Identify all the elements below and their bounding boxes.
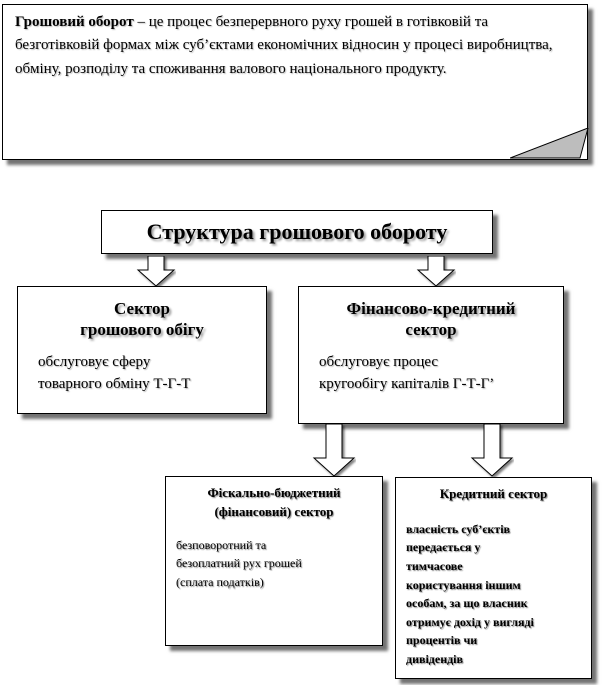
- definition-box: Грошовий оборот – це процес безперервног…: [2, 4, 588, 160]
- sector-fiscal-desc-line: безповоротний та: [176, 537, 267, 552]
- sector-fiscal-desc-line: (сплата податків): [176, 574, 264, 589]
- sector-financial-title: Фінансово-кредитний сектор: [299, 298, 563, 341]
- arrow-down-icon: [470, 424, 514, 477]
- arrow-down-icon: [416, 256, 456, 287]
- sector-circulation-title: Сектор грошового обігу: [18, 298, 266, 341]
- sector-circulation-desc-line: товарного обміну Т-Г-Т: [38, 376, 191, 392]
- sector-circulation-desc-line: обслуговує сферу: [38, 353, 151, 370]
- structure-title-box: Структура грошового обороту: [101, 210, 493, 254]
- sector-fiscal-desc: безповоротний та безоплатний рух грошей …: [166, 536, 382, 592]
- sector-credit-desc-line: особам, за що власник: [406, 596, 528, 611]
- structure-title: Структура грошового обороту: [146, 219, 448, 244]
- sector-financial-desc-line: обслуговує процес: [319, 353, 439, 370]
- sector-credit-desc-line: дивідендів: [406, 652, 463, 666]
- sector-fiscal-title-line: (фінансовий) сектор: [214, 503, 334, 519]
- sector-financial-desc: обслуговує процес кругообігу капіталів Г…: [299, 351, 563, 396]
- definition-text: – це процес безперервного руху грошей в …: [15, 14, 553, 77]
- sector-credit-desc-line: тимчасове: [406, 559, 463, 574]
- sector-fiscal-box: Фіскально-бюджетний (фінансовий) сектор …: [165, 476, 383, 646]
- sector-credit-desc-line: власність суб’єктів: [406, 521, 511, 536]
- sector-financial-desc-line: кругообігу капіталів Г-Т-Г’: [319, 376, 495, 392]
- sector-financial-box: Фінансово-кредитний сектор обслуговує пр…: [298, 286, 564, 424]
- sector-circulation-box: Сектор грошового обігу обслуговує сферу …: [17, 286, 267, 414]
- definition-term: Грошовий оборот: [15, 14, 134, 30]
- sector-fiscal-title-line: Фіскально-бюджетний: [207, 485, 341, 500]
- sector-credit-desc-line: користування іншим: [406, 577, 521, 592]
- callout-fold-icon: [510, 128, 589, 159]
- sector-financial-title-line: сектор: [405, 320, 457, 340]
- arrow-down-icon: [136, 256, 176, 287]
- sector-circulation-desc: обслуговує сферу товарного обміну Т-Г-Т: [18, 351, 266, 396]
- sector-credit-box: Кредитний сектор власність суб’єктів пер…: [395, 477, 592, 679]
- sector-fiscal-desc-line: безоплатний рух грошей: [176, 556, 302, 571]
- sector-circulation-title-line: Сектор: [114, 299, 170, 318]
- sector-circulation-title-line: грошового обігу: [80, 320, 204, 340]
- sector-credit-desc-line: передається у: [406, 540, 481, 555]
- sector-financial-title-line: Фінансово-кредитний: [346, 299, 516, 318]
- sector-credit-desc-line: процентів чи: [406, 633, 478, 648]
- sector-fiscal-title: Фіскально-бюджетний (фінансовий) сектор: [166, 484, 382, 522]
- arrow-down-icon: [312, 424, 356, 477]
- sector-credit-title: Кредитний сектор: [439, 486, 548, 501]
- sector-credit-desc-line: отримує дохід у вигляді: [406, 614, 534, 629]
- sector-credit-desc: власність суб’єктів передається у тимчас…: [396, 520, 591, 669]
